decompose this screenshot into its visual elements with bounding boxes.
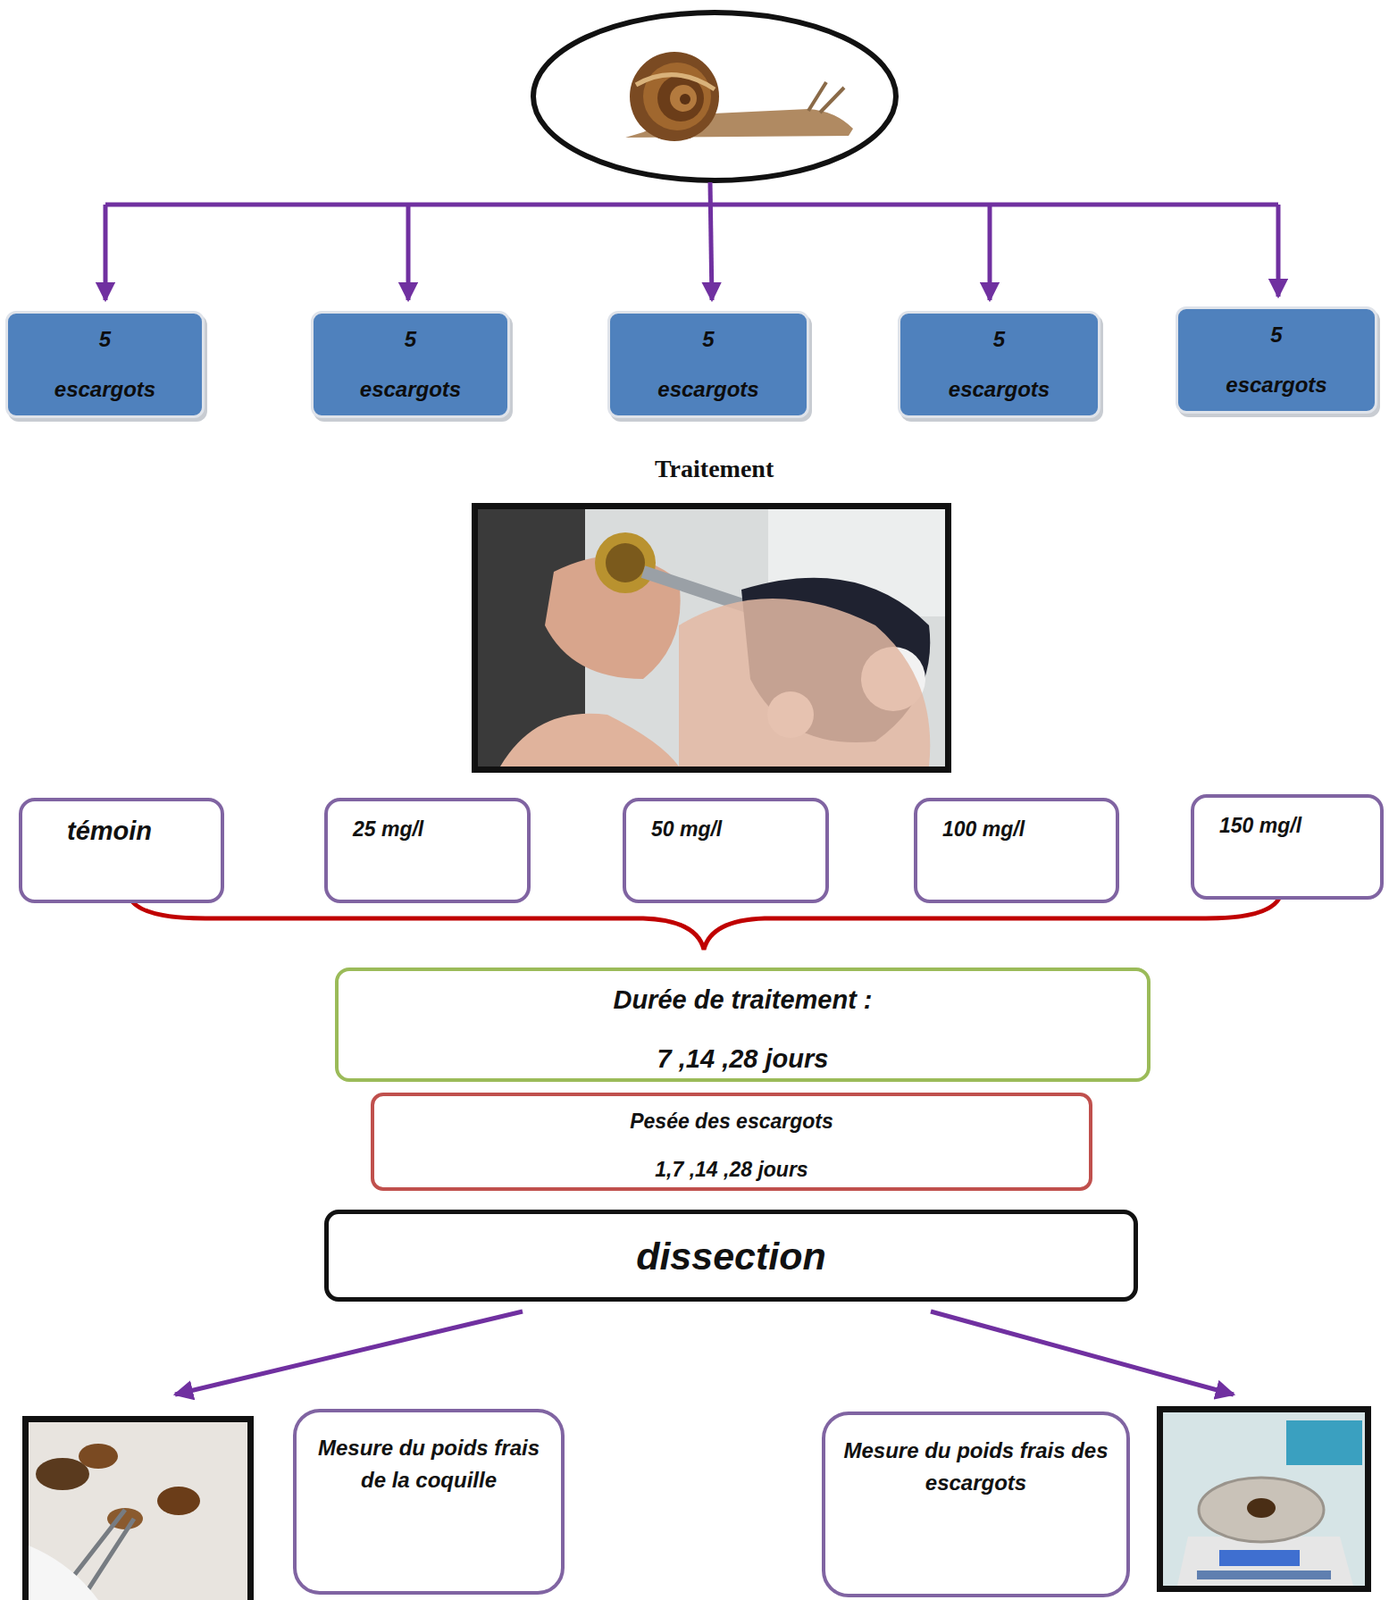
- box-text: Durée de traitement :: [612, 983, 872, 1016]
- box-text: 5 escargots: [657, 314, 759, 415]
- box-text: Mesure du poids frais des escargots: [843, 1434, 1109, 1499]
- treatment-photo: [471, 502, 952, 773]
- box-text: 150 mg/l: [1219, 811, 1363, 839]
- box-text: 1,7 ,14 ,28 jours: [654, 1154, 808, 1184]
- box-text: témoin: [66, 817, 203, 845]
- box-text: 50 mg/l: [651, 815, 808, 843]
- dissection-box: dissection: [324, 1209, 1138, 1302]
- stage-label: Traitement: [654, 454, 774, 484]
- box-text: 25 mg/l: [352, 815, 510, 843]
- measure-box: Mesure du poids frais des escargots: [821, 1411, 1130, 1598]
- sample-group-box: 5 escargots: [897, 310, 1101, 419]
- sample-group-box: 5 escargots: [1175, 306, 1378, 414]
- dose-box: 50 mg/l: [622, 797, 829, 904]
- dose-box: témoin: [18, 797, 225, 904]
- snail-ellipse: [533, 12, 896, 181]
- box-text: 7 ,14 ,28 jours: [657, 1042, 829, 1075]
- measure-box: Mesure du poids frais de la coquille: [292, 1408, 565, 1595]
- balance-photo: [1156, 1405, 1372, 1592]
- dissection-photo: [22, 1415, 254, 1600]
- sample-group-box: 5 escargots: [5, 310, 205, 419]
- box-text: dissection: [635, 1232, 827, 1280]
- duration-box: Durée de traitement : 7 ,14 ,28 jours: [334, 967, 1151, 1082]
- box-text: Mesure du poids frais de la coquille: [314, 1431, 544, 1497]
- box-text: 5 escargots: [359, 314, 461, 415]
- dissection-arrows: [175, 1311, 1234, 1395]
- box-text: 5 escargots: [948, 314, 1050, 415]
- sample-group-box: 5 escargots: [607, 310, 810, 419]
- box-text: 5 escargots: [54, 314, 156, 415]
- box-text: Pesée des escargots: [629, 1106, 834, 1136]
- distribution-arrows: [105, 182, 1279, 301]
- dose-box: 150 mg/l: [1190, 794, 1384, 900]
- dose-box: 25 mg/l: [324, 797, 531, 904]
- dose-box: 100 mg/l: [913, 797, 1120, 904]
- box-text: 5 escargots: [1225, 309, 1327, 411]
- box-text: 100 mg/l: [942, 815, 1098, 843]
- weighing-box: Pesée des escargots 1,7 ,14 ,28 jours: [370, 1092, 1093, 1191]
- sample-group-box: 5 escargots: [310, 310, 511, 419]
